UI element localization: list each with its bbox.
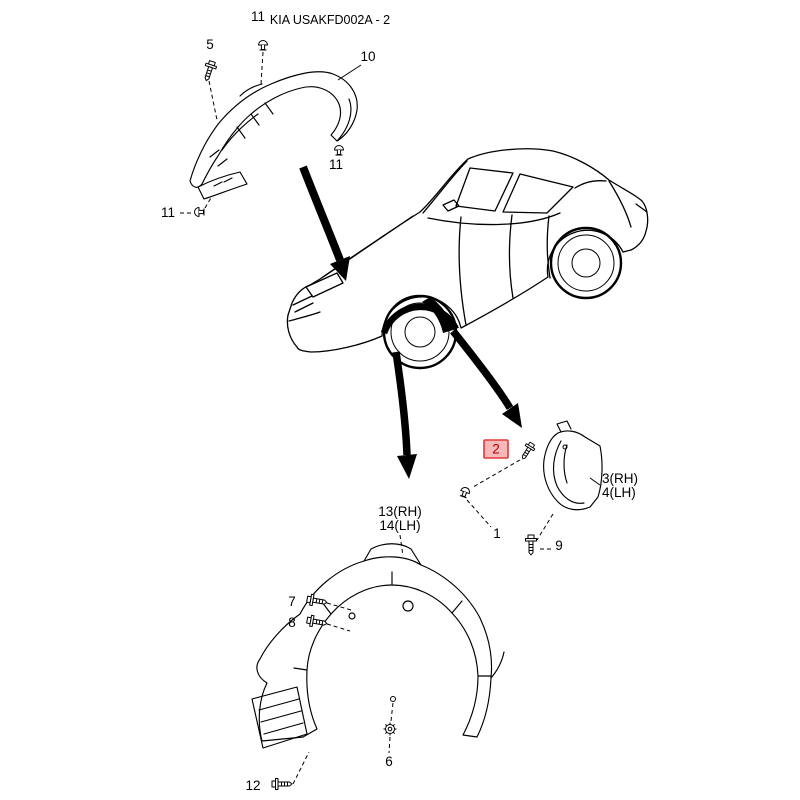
callout-12[interactable]: 12 (245, 778, 260, 793)
callout-5[interactable]: 5 (206, 37, 214, 52)
front-wheelhouse-liner-drawing (251, 543, 505, 749)
vehicle-drawing (286, 148, 649, 370)
callout-13-rh[interactable]: 13(RH) (378, 504, 422, 519)
callout-7[interactable]: 7 (288, 594, 296, 609)
clip-icon-11-upper (258, 40, 268, 51)
callout-6[interactable]: 6 (385, 754, 393, 769)
callout-11-upper[interactable]: 11 (251, 9, 265, 24)
callout-2[interactable]: 2 (492, 442, 500, 457)
bolt-icon-8 (305, 614, 329, 630)
bolt-icon-9 (525, 534, 537, 556)
pointer-arrows (299, 165, 522, 479)
highlight-box-2[interactable] (483, 439, 509, 459)
rear-wheelhouse-cover-drawing (189, 71, 358, 200)
callout-8[interactable]: 8 (288, 615, 296, 630)
diagram-code: KIA USAKFD002A - 2 (270, 13, 390, 27)
callout-10[interactable]: 10 (360, 49, 375, 64)
callout-4-lh[interactable]: 4(LH) (602, 485, 636, 500)
callout-14-lh[interactable]: 14(LH) (379, 518, 420, 533)
leader-lines (180, 51, 601, 785)
mudguard-drawing (543, 420, 603, 511)
clip-icon-11-lower (194, 207, 205, 217)
callout-11-mid[interactable]: 11 (329, 157, 343, 172)
callout-11-lower[interactable]: 11 (161, 205, 175, 220)
screw-icon-2 (518, 440, 537, 462)
bolt-icon-12 (271, 778, 293, 790)
callout-labels: 11 5 10 11 11 2 3(RH) 4(LH) 1 9 13(RH) 1… (161, 9, 638, 793)
callout-9[interactable]: 9 (555, 538, 563, 553)
clip-icon-11-mid (334, 145, 344, 156)
bolt-icon-5 (200, 59, 219, 83)
nut-icon-6 (383, 722, 397, 736)
callout-3-rh[interactable]: 3(RH) (602, 471, 638, 486)
callout-1[interactable]: 1 (493, 526, 501, 541)
grommet-icon-1 (458, 485, 472, 499)
